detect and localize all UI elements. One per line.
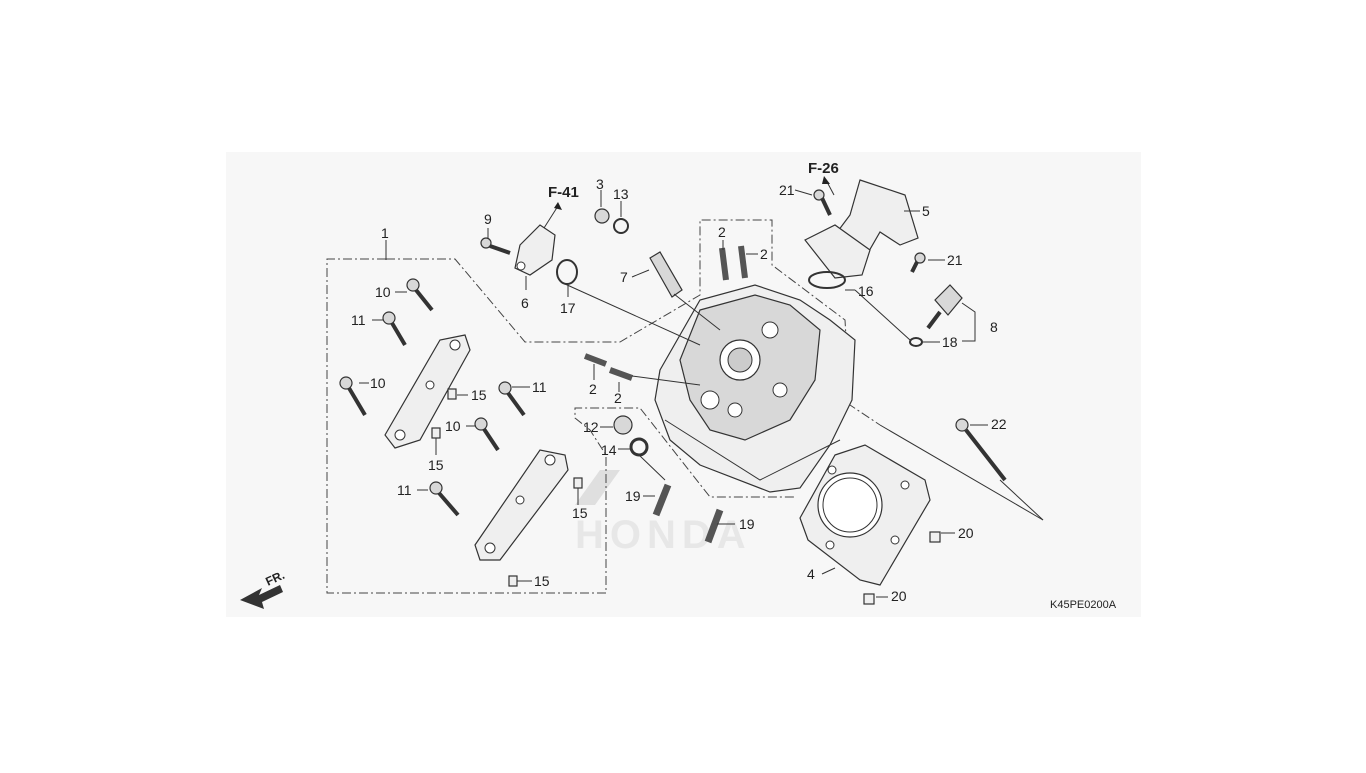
callout-22: 22 xyxy=(991,416,1007,432)
cylinder-head xyxy=(654,284,856,493)
callout-2c: 2 xyxy=(589,381,597,397)
callout-17: 17 xyxy=(560,300,576,316)
callout-3: 3 xyxy=(596,176,604,192)
o-ring-17 xyxy=(556,259,578,285)
bolt-11c xyxy=(429,481,460,517)
callout-15a: 15 xyxy=(471,387,487,403)
callout-11b: 11 xyxy=(532,379,547,395)
callout-11c: 11 xyxy=(397,482,412,498)
callout-9: 9 xyxy=(484,211,492,227)
nut-12 xyxy=(613,415,633,435)
washer-18 xyxy=(909,337,923,347)
dowels-20 xyxy=(863,531,941,605)
figure-code: K45PE0200A xyxy=(1050,599,1117,611)
callout-15b: 15 xyxy=(428,457,444,473)
callout-19a: 19 xyxy=(625,488,641,504)
callout-20b: 20 xyxy=(891,588,907,604)
callout-14: 14 xyxy=(601,442,617,458)
ref-f41: F-41 xyxy=(548,184,579,201)
bolts xyxy=(339,278,526,517)
callout-5: 5 xyxy=(922,203,930,219)
callout-19b: 19 xyxy=(739,516,755,532)
callout-4: 4 xyxy=(807,566,815,582)
callout-10a: 10 xyxy=(375,284,391,300)
callout-1: 1 xyxy=(381,225,389,241)
callout-15d: 15 xyxy=(534,573,550,589)
callout-18: 18 xyxy=(942,334,958,350)
callout-10b: 10 xyxy=(370,375,386,391)
callout-6: 6 xyxy=(521,295,529,311)
watermark-text: HONDA xyxy=(575,513,752,557)
callout-2d: 2 xyxy=(614,390,622,406)
studs-19 xyxy=(652,483,724,544)
bolt-11b xyxy=(498,381,526,417)
callout-7: 7 xyxy=(620,269,628,285)
callout-16: 16 xyxy=(858,283,874,299)
callout-12: 12 xyxy=(583,419,599,435)
labels: F-41 F-26 FR. K45PE0200A 1 2 2 2 2 3 4 5… xyxy=(263,160,1116,611)
camshaft-holder-left xyxy=(384,334,471,449)
callout-20a: 20 xyxy=(958,525,974,541)
spark-plug xyxy=(649,251,721,331)
studs-2 xyxy=(583,245,748,381)
bolt-11a xyxy=(382,311,407,347)
intake-insulator xyxy=(804,179,919,289)
washer-13 xyxy=(613,218,629,234)
temp-sensor xyxy=(926,284,963,330)
cap-3 xyxy=(594,208,610,224)
sensor-part xyxy=(514,224,556,276)
callout-2b: 2 xyxy=(760,246,768,262)
bolt-22 xyxy=(955,418,1007,482)
bolt-9 xyxy=(480,237,511,255)
callout-15c: 15 xyxy=(572,505,588,521)
bolt-21a xyxy=(813,189,832,216)
callout-21b: 21 xyxy=(947,252,963,268)
bolt-21b xyxy=(910,252,926,273)
leader-lines xyxy=(359,189,1044,598)
bolt-10c xyxy=(474,417,500,452)
callout-8: 8 xyxy=(990,319,998,335)
callout-13: 13 xyxy=(613,186,629,202)
ref-f26: F-26 xyxy=(808,160,839,177)
callout-11a: 11 xyxy=(351,312,366,328)
camshaft-holder-right xyxy=(474,449,569,561)
ref-arrows xyxy=(543,176,835,229)
head-gasket xyxy=(799,444,931,586)
bolt-10b xyxy=(339,376,367,417)
front-direction-icon xyxy=(240,585,283,609)
callout-21a: 21 xyxy=(779,182,795,198)
group-box-camshaft-holders xyxy=(326,219,881,594)
callout-10c: 10 xyxy=(445,418,461,434)
bolt-10a xyxy=(406,278,434,312)
callout-2a: 2 xyxy=(718,224,726,240)
